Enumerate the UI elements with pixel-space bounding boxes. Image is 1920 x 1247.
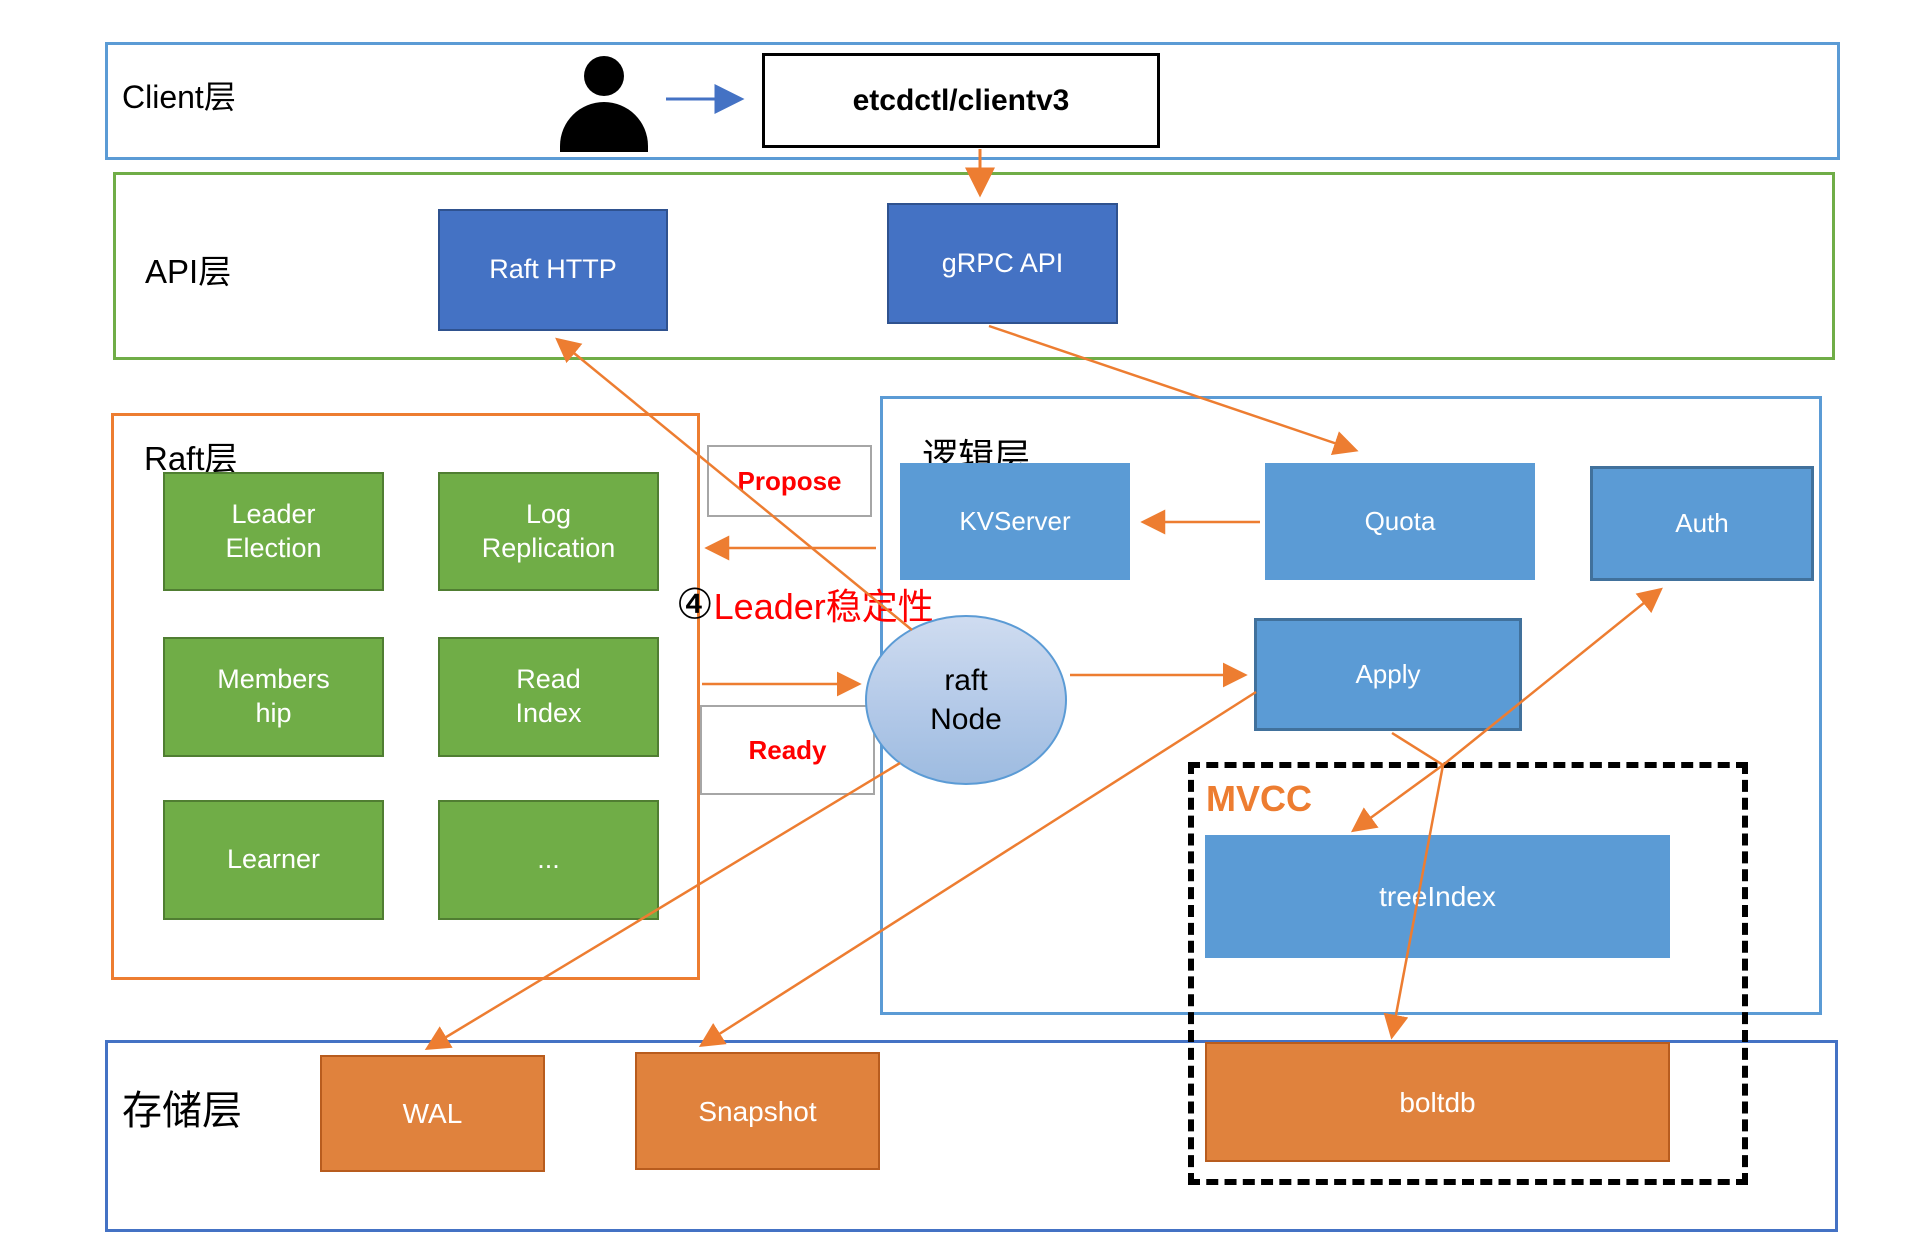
ellipsis-box: ... bbox=[438, 800, 659, 920]
snapshot-label: Snapshot bbox=[698, 1095, 817, 1127]
kvserver-box: KVServer bbox=[900, 463, 1130, 580]
etcdctl-clientv3-label: etcdctl/clientv3 bbox=[852, 83, 1070, 117]
log-replication-label-1: Log bbox=[525, 498, 572, 529]
user-icon-head bbox=[584, 56, 624, 96]
apply-box: Apply bbox=[1254, 618, 1522, 731]
membership-box: Members hip bbox=[163, 637, 384, 757]
treeindex-box: treeIndex bbox=[1205, 835, 1670, 958]
ellipsis-label: ... bbox=[537, 844, 560, 875]
read-index-label-1: Read bbox=[516, 664, 581, 695]
mvcc-label: MVCC bbox=[1206, 778, 1312, 819]
quota-box: Quota bbox=[1265, 463, 1535, 580]
ready-label: Ready bbox=[748, 734, 827, 765]
wal-label: WAL bbox=[402, 1098, 463, 1129]
propose-label: Propose bbox=[737, 465, 842, 496]
grpc-api-label: gRPC API bbox=[941, 247, 1064, 278]
ready-box: Ready bbox=[700, 705, 875, 795]
leader-election-label-1: Leader bbox=[231, 498, 316, 529]
raft-node-label-1: raft bbox=[944, 664, 988, 697]
grpc-api-box: gRPC API bbox=[887, 203, 1118, 324]
leader-election-label-2: Election bbox=[225, 532, 322, 563]
etcdctl-clientv3-box: etcdctl/clientv3 bbox=[762, 53, 1160, 148]
client-layer-label: Client层 bbox=[122, 79, 236, 115]
boltdb-box: boltdb bbox=[1205, 1042, 1670, 1162]
treeindex-label: treeIndex bbox=[1379, 881, 1496, 912]
api-layer-label: API层 bbox=[145, 253, 232, 290]
snapshot-box: Snapshot bbox=[635, 1052, 880, 1170]
raft-layer-box bbox=[111, 413, 700, 980]
boltdb-label: boltdb bbox=[1399, 1086, 1476, 1118]
read-index-label-2: Index bbox=[515, 698, 582, 728]
quota-label: Quota bbox=[1364, 506, 1436, 537]
leader-stability-annotation: ④Leader稳定性 bbox=[676, 578, 934, 630]
leader-stability-text: Leader稳定性 bbox=[713, 586, 934, 627]
log-replication-label-2: Replication bbox=[481, 532, 616, 563]
circled-4-icon: ④ bbox=[676, 580, 714, 628]
auth-label: Auth bbox=[1675, 508, 1729, 539]
apply-label: Apply bbox=[1355, 659, 1421, 690]
auth-box: Auth bbox=[1590, 466, 1814, 581]
client-layer-box bbox=[105, 42, 1840, 160]
wal-box: WAL bbox=[320, 1055, 545, 1172]
membership-label-2: hip bbox=[255, 698, 292, 728]
raft-layer-label: Raft层 bbox=[144, 440, 238, 477]
learner-label: Learner bbox=[226, 844, 321, 875]
raft-node-ellipse: raft Node bbox=[865, 615, 1067, 785]
user-icon bbox=[560, 56, 648, 152]
log-replication-box: Log Replication bbox=[438, 472, 659, 591]
learner-box: Learner bbox=[163, 800, 384, 920]
leader-election-box: Leader Election bbox=[163, 472, 384, 591]
raft-http-box: Raft HTTP bbox=[438, 209, 668, 331]
kvserver-label: KVServer bbox=[959, 506, 1071, 537]
propose-box: Propose bbox=[707, 445, 872, 517]
raft-http-label: Raft HTTP bbox=[489, 254, 617, 285]
read-index-box: Read Index bbox=[438, 637, 659, 757]
raft-node-label-2: Node bbox=[930, 703, 1002, 736]
storage-layer-label: 存储层 bbox=[122, 1089, 242, 1133]
membership-label-1: Members bbox=[217, 664, 330, 695]
user-icon-body bbox=[560, 102, 648, 152]
